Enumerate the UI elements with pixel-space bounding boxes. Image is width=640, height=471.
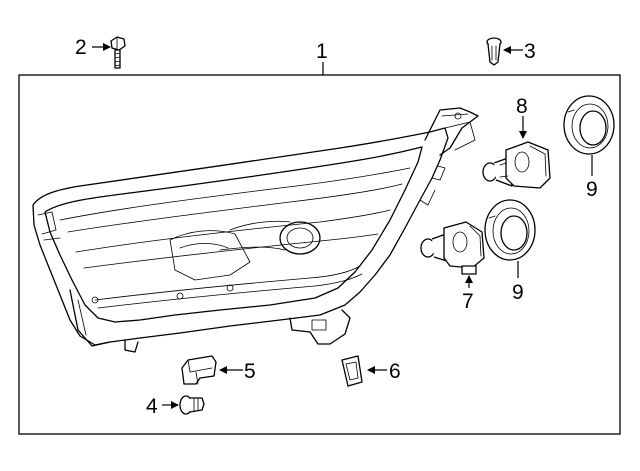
bolt-icon [110, 36, 126, 69]
assembly-frame [18, 74, 621, 435]
nut-clip-icon [341, 355, 363, 387]
bulb-icon [482, 141, 551, 189]
headlamp-assembly-icon [32, 107, 479, 353]
bracket-clip-icon [181, 355, 217, 385]
grommet-icon [486, 37, 502, 66]
callout-9b: 9 [512, 281, 524, 304]
callout-5: 5 [244, 360, 256, 383]
callout-4: 4 [146, 395, 158, 418]
callout-2: 2 [75, 36, 87, 59]
callout-7: 7 [462, 290, 474, 313]
callout-6: 6 [389, 360, 401, 383]
screw-icon [179, 395, 205, 415]
callout-3: 3 [524, 40, 536, 63]
callout-1: 1 [316, 40, 328, 63]
callout-8: 8 [516, 95, 528, 118]
bulb-seal-icon [484, 199, 536, 261]
bulb-seal-icon [563, 95, 615, 155]
bulb-icon [420, 221, 485, 275]
callout-9a: 9 [586, 178, 598, 201]
